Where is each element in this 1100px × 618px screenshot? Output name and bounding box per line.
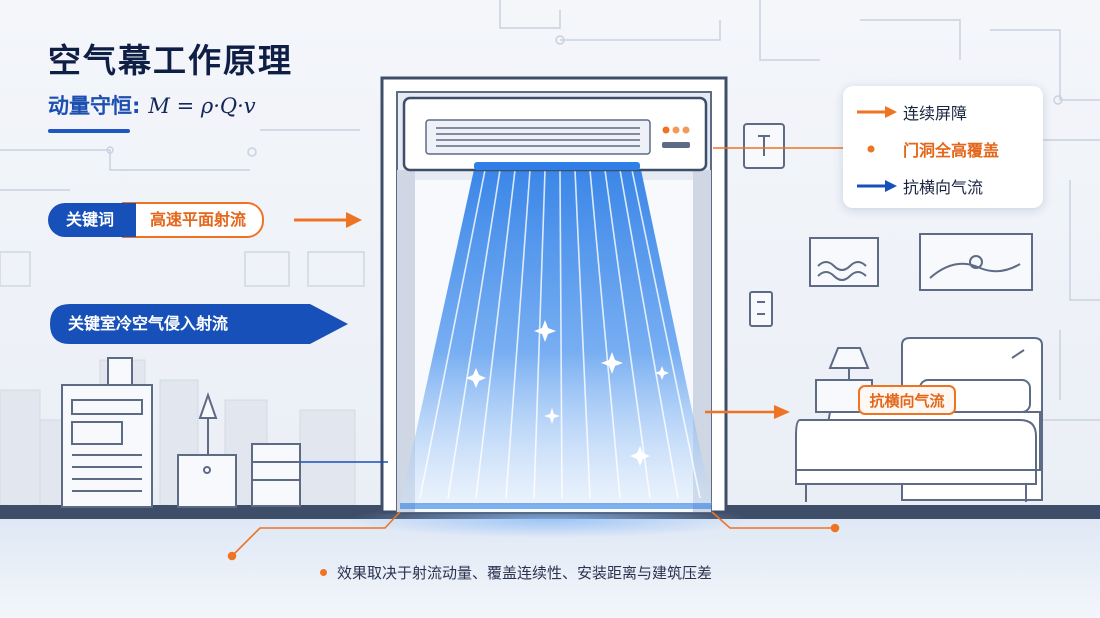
- keyword2-text: 关键室冷空气侵入射流: [68, 314, 229, 333]
- formula-label: 动量守恒:: [48, 94, 141, 118]
- left-cabinet: [251, 443, 301, 507]
- formula-equation: M = ρ·Q·v: [148, 94, 256, 118]
- keyword-badge: 关键词 高速平面射流: [48, 202, 265, 238]
- indicator-light-2: [672, 126, 680, 134]
- wall-switch: [743, 123, 785, 169]
- keyword-orange-arrow: [294, 212, 362, 228]
- formula: 动量守恒: M = ρ·Q·v: [48, 90, 256, 120]
- footnote: 效果取决于射流动量、覆盖连续性、安装距离与建筑压差: [320, 562, 712, 583]
- blue-arrow-icon: [857, 180, 903, 192]
- orange-arrow-icon: [857, 106, 903, 118]
- legend-label-barrier: 连续屏障: [903, 104, 968, 123]
- note-bullet-icon: [320, 569, 327, 576]
- bed: [795, 337, 1043, 502]
- legend-item-crossflow: 抗横向气流: [857, 174, 983, 198]
- legend-item-coverage: 门洞全高覆盖: [857, 137, 999, 161]
- legend-item-barrier: 连续屏障: [857, 100, 967, 124]
- air-jet: [400, 165, 712, 509]
- wall-outlet: [749, 291, 773, 327]
- blue-arrow-shape: [50, 304, 348, 344]
- floor-orange-lines: [227, 511, 840, 561]
- page-title: 空气幕工作原理: [48, 41, 293, 80]
- orange-dot-icon: [857, 143, 903, 155]
- title-underline: [48, 129, 130, 133]
- keyword-value: 高速平面射流: [122, 202, 265, 238]
- legend-box: 连续屏障 门洞全高覆盖 抗横向气流: [843, 86, 1043, 208]
- right-room-arrow: [705, 405, 790, 419]
- wall-picture-1: [809, 237, 879, 287]
- keyword2-banner: 关键室冷空气侵入射流: [48, 304, 348, 344]
- note-text: 效果取决于射流动量、覆盖连续性、安装距离与建筑压差: [337, 564, 713, 582]
- legend-label-coverage: 门洞全高覆盖: [903, 141, 1000, 160]
- legend-label-crossflow: 抗横向气流: [903, 178, 984, 197]
- indicator-light-1: [662, 126, 670, 134]
- wall-panels-left: [0, 251, 365, 287]
- wall-picture-2: [919, 233, 1033, 291]
- keyword-label: 关键词: [48, 203, 137, 237]
- left-shelf: [61, 357, 153, 508]
- indicator-light-3: [682, 126, 690, 134]
- air-curtain-unit: [402, 96, 708, 172]
- room-tag: 抗横向气流: [858, 385, 956, 415]
- left-lamp: [177, 391, 237, 508]
